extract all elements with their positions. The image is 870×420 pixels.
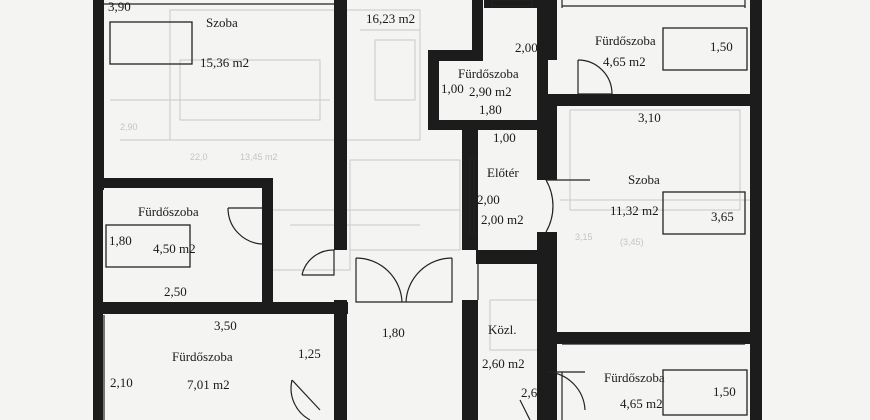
bath-small-dim-top: 2,00 [515, 40, 538, 55]
room-right-area: 11,32 m2 [610, 203, 659, 218]
bath-small-dim-bottom: 1,80 [479, 102, 502, 117]
corridor-area: 2,60 m2 [482, 356, 525, 371]
bath-bottom-left-dim-left: 2,10 [110, 375, 133, 390]
svg-text:22,0: 22,0 [190, 152, 208, 162]
hall-dim: 1,80 [382, 325, 405, 340]
svg-text:3,15: 3,15 [575, 232, 593, 242]
bathtub-left [105, 224, 191, 268]
background-sketch: 2,90 22,0 13,45 m2 3,15 (3,45) [110, 9, 750, 351]
fixture-top-stub [491, 0, 533, 7]
doors [227, 59, 613, 420]
svg-text:2,90: 2,90 [120, 122, 138, 132]
corridor-dim: 2,60 [521, 385, 544, 400]
bathtub-top-right [662, 27, 748, 71]
bath-left-dim-bottom: 2,50 [164, 284, 187, 299]
bath-bottom-right-name: Fürdőszoba [604, 370, 665, 385]
bath-bottom-left-dim-right: 1,25 [298, 346, 321, 361]
room-labels: 3,90 Szoba 15,36 m2 16,23 m2 2,00 Fürdős… [108, 0, 736, 411]
fixtures [105, 0, 748, 416]
hall-top-area: 16,23 m2 [366, 11, 415, 26]
bath-bottom-left-area: 7,01 m2 [187, 377, 230, 392]
bath-left-dim-left: 1,80 [109, 233, 132, 248]
door-bath-top-right [577, 60, 612, 95]
corridor-name: Közl. [488, 322, 517, 337]
room-top-left-name: Szoba [206, 15, 238, 30]
room-right-name: Szoba [628, 172, 660, 187]
bed-top-left [109, 21, 193, 65]
room-right-dim-right: 3,65 [711, 209, 734, 224]
bath-bottom-right-area: 4,65 m2 [620, 396, 663, 411]
bath-bottom-right-dim: 1,50 [713, 384, 736, 399]
bathtub-bottom-right [662, 369, 748, 416]
door-hall-double [355, 258, 453, 303]
room-top-left-area: 15,36 m2 [200, 55, 249, 70]
foyer-dim-side: 2,00 [477, 192, 500, 207]
bath-small-dim-left: 1,00 [441, 81, 464, 96]
door-hall-left [302, 250, 335, 276]
bath-small-name: Fürdőszoba [458, 66, 519, 81]
bath-bottom-left-dim-top: 3,50 [214, 318, 237, 333]
foyer-dim-top: 1,00 [493, 130, 516, 145]
door-bath-bottom-left [291, 379, 321, 411]
bath-bottom-left-name: Fürdőszoba [172, 349, 233, 364]
bath-left-name: Fürdőszoba [138, 204, 199, 219]
room-right-dim-top: 3,10 [638, 110, 661, 125]
svg-text:13,45 m2: 13,45 m2 [240, 152, 278, 162]
room-top-left-dim: 3,90 [108, 0, 131, 14]
bath-top-right-dim: 1,50 [710, 39, 733, 54]
foyer-name: Előtér [487, 165, 519, 180]
bath-top-right-name: Fürdőszoba [595, 33, 656, 48]
bed-right [662, 191, 746, 235]
bath-small-area: 2,90 m2 [469, 84, 512, 99]
svg-text:(3,45): (3,45) [620, 237, 644, 247]
partitions [103, 0, 746, 420]
bath-top-right-area: 4,65 m2 [603, 54, 646, 69]
foyer-area: 2,00 m2 [481, 212, 524, 227]
bath-left-area: 4,50 m2 [153, 241, 196, 256]
